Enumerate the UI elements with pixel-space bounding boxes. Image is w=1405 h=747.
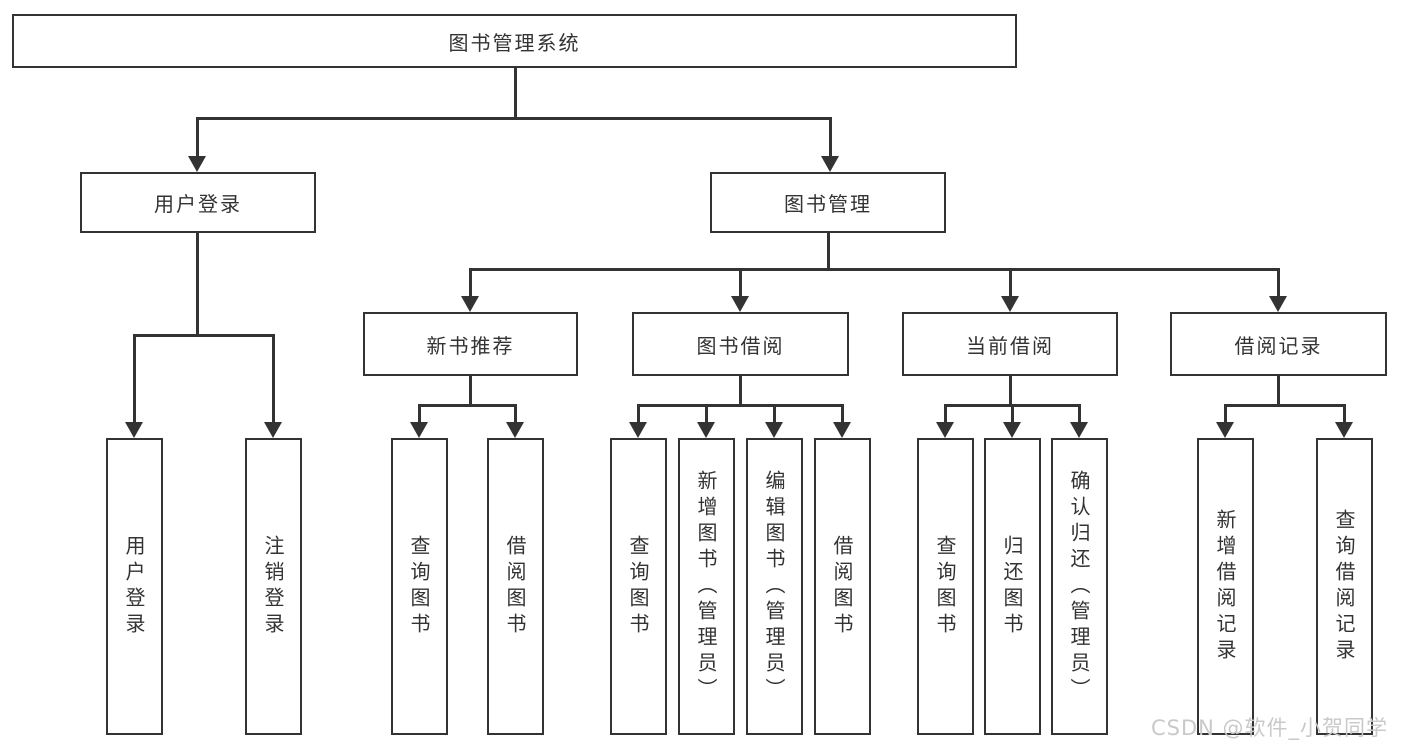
leaf-user-login: 用户登录 — [106, 438, 163, 735]
edge-book-split — [469, 268, 1280, 271]
edge-current-stem — [1009, 375, 1012, 406]
node-book-borrowing: 图书借阅 — [632, 312, 849, 376]
edge-shaft — [1224, 404, 1227, 424]
leaf-query-books-current: 查询图书 — [917, 438, 974, 735]
csdn-watermark: CSDN @软件_小贺同学 — [1151, 716, 1389, 740]
edge-book-shaft-1 — [469, 268, 472, 298]
arrowhead-icon — [264, 422, 282, 438]
leaf-borrow-books-borrowing: 借阅图书 — [814, 438, 871, 735]
edge-user-stem — [196, 232, 199, 336]
arrowhead-icon — [410, 422, 428, 438]
leaf-query-books-recommend: 查询图书 — [391, 438, 448, 735]
arrowhead-icon — [629, 422, 647, 438]
arrowhead-icon — [125, 422, 143, 438]
edge-recommend-split — [418, 404, 516, 407]
arrowhead-icon — [821, 156, 839, 172]
arrowhead-icon — [506, 422, 524, 438]
arrowhead-icon — [1070, 422, 1088, 438]
arrowhead-icon — [461, 296, 479, 312]
node-new-book-recommend: 新书推荐 — [363, 312, 578, 376]
edge-borrowing-split — [637, 404, 843, 407]
edge-root-stem — [514, 66, 517, 119]
edge-user-left-shaft — [133, 334, 136, 424]
edge-book-shaft-2 — [739, 268, 742, 298]
arrowhead-icon — [833, 422, 851, 438]
edge-recommend-stem — [469, 375, 472, 406]
leaf-logout: 注销登录 — [245, 438, 302, 735]
leaf-query-borrow-record: 查询借阅记录 — [1316, 438, 1373, 735]
arrowhead-icon — [1269, 296, 1287, 312]
edge-shaft — [944, 404, 947, 424]
node-user-login: 用户登录 — [80, 172, 316, 233]
edge-shaft — [418, 404, 421, 424]
arrowhead-icon — [188, 156, 206, 172]
arrowhead-icon — [936, 422, 954, 438]
edge-shaft — [773, 404, 776, 424]
node-current-borrowing: 当前借阅 — [902, 312, 1118, 376]
leaf-return-book: 归还图书 — [984, 438, 1041, 735]
arrowhead-icon — [697, 422, 715, 438]
edge-book-shaft-3 — [1009, 268, 1012, 298]
arrowhead-icon — [765, 422, 783, 438]
edge-shaft — [1343, 404, 1346, 424]
edge-shaft — [1011, 404, 1014, 424]
node-library-system: 图书管理系统 — [12, 14, 1017, 68]
edge-user-split — [133, 334, 275, 337]
leaf-edit-book-admin: 编辑图书（管理员） — [746, 438, 803, 735]
edge-book-stem — [827, 232, 830, 270]
edge-shaft — [514, 404, 517, 424]
leaf-confirm-return-admin: 确认归还（管理员） — [1051, 438, 1108, 735]
edge-user-right-shaft — [272, 334, 275, 424]
edge-records-stem — [1277, 375, 1280, 406]
edge-shaft — [705, 404, 708, 424]
leaf-add-borrow-record: 新增借阅记录 — [1197, 438, 1254, 735]
leaf-borrow-books-recommend: 借阅图书 — [487, 438, 544, 735]
edge-book-shaft-4 — [1277, 268, 1280, 298]
edge-root-left-shaft — [196, 117, 199, 158]
leaf-query-books-borrowing: 查询图书 — [610, 438, 667, 735]
edge-root-right-shaft — [829, 117, 832, 158]
edge-root-split — [196, 117, 831, 120]
node-book-management: 图书管理 — [710, 172, 946, 233]
edge-records-split — [1224, 404, 1345, 407]
edge-shaft — [637, 404, 640, 424]
edge-shaft — [841, 404, 844, 424]
edge-shaft — [1078, 404, 1081, 424]
arrowhead-icon — [1335, 422, 1353, 438]
arrowhead-icon — [1001, 296, 1019, 312]
arrowhead-icon — [1216, 422, 1234, 438]
arrowhead-icon — [1003, 422, 1021, 438]
leaf-add-book-admin: 新增图书（管理员） — [678, 438, 735, 735]
edge-borrowing-stem — [739, 375, 742, 406]
node-borrow-records: 借阅记录 — [1170, 312, 1387, 376]
arrowhead-icon — [731, 296, 749, 312]
